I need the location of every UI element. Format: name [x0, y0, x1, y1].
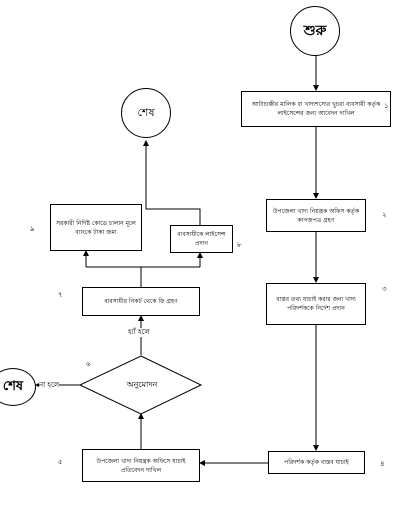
step7-box: ব্যবসায়ীর নিকট থেকে ফি গ্রহণ	[82, 287, 200, 316]
step5-box: উপজেলা খাদ্য নিয়ন্ত্রক অফিসে যাচাই প্রত…	[82, 449, 200, 482]
step2-text: উপজেলা খাদ্য নিয়ন্ত্রক অফিস কর্তৃক কাগজ…	[272, 207, 360, 224]
step4-text: পরিদর্শক কর্তৃক বাস্তব যাচাই	[284, 459, 349, 466]
step-number-3: ৩	[382, 285, 387, 293]
edge-step8-end	[143, 140, 201, 225]
step6-text: অনুমোদন	[126, 380, 158, 389]
yes-label: হ্যাঁ হলে	[128, 328, 150, 337]
step-number-9: ৯	[30, 225, 35, 233]
decision-diamond	[78, 355, 203, 415]
step1-box: আটাচাক্কীর মালিক বা খাদ্যশস্যের খুচরা ব্…	[241, 91, 391, 127]
end-left-label: শেষ	[2, 378, 24, 394]
step3-text: বাস্তব তথ্য যাচাই করার জন্য খাদ্য পরিদর্…	[276, 296, 356, 312]
end-top-label: শেষ	[137, 105, 155, 119]
end-terminal-left: শেষ	[0, 368, 36, 406]
end-terminal-top: শেষ	[121, 88, 171, 138]
step5-text: উপজেলা খাদ্য নিয়ন্ত্রক অফিসে যাচাই প্রত…	[96, 457, 186, 474]
no-label: না হলে	[39, 381, 60, 390]
step-number-8: ৮	[237, 241, 242, 249]
step2-box: উপজেলা খাদ্য নিয়ন্ত্রক অফিস কর্তৃক কাগজ…	[266, 199, 366, 232]
step7-text: ব্যবসায়ীর নিকট থেকে ফি গ্রহণ	[104, 298, 178, 305]
start-label: শুরু	[303, 23, 327, 39]
step-number-1: ১	[384, 102, 389, 110]
step-number-7: ৭	[58, 291, 63, 299]
step3-box: বাস্তব তথ্য যাচাই করার জন্য খাদ্য পরিদর্…	[266, 283, 366, 325]
step9-text: সরকারী নির্দিষ্ট কোডে চালান মূলে ব্যাংকে…	[56, 219, 136, 236]
step-number-4: ৪	[380, 460, 385, 468]
step8-box: ব্যবসায়ীকে লাইসেন্স প্রদান	[170, 225, 233, 253]
step1-text: আটাচাক্কীর মালিক বা খাদ্যশস্যের খুচরা ব্…	[251, 101, 381, 117]
step8-text: ব্যবসায়ীকে লাইসেন্স প্রদান	[177, 231, 226, 247]
step-number-2: ২	[382, 211, 387, 219]
step9-box: সরকারী নির্দিষ্ট কোডে চালান মূলে ব্যাংকে…	[50, 204, 142, 251]
start-terminal: শুরু	[290, 6, 340, 56]
step-number-5: ৫	[58, 458, 63, 466]
step4-box: পরিদর্শক কর্তৃক বাস্তব যাচাই	[268, 451, 365, 474]
step-number-6: ৬	[86, 360, 91, 368]
